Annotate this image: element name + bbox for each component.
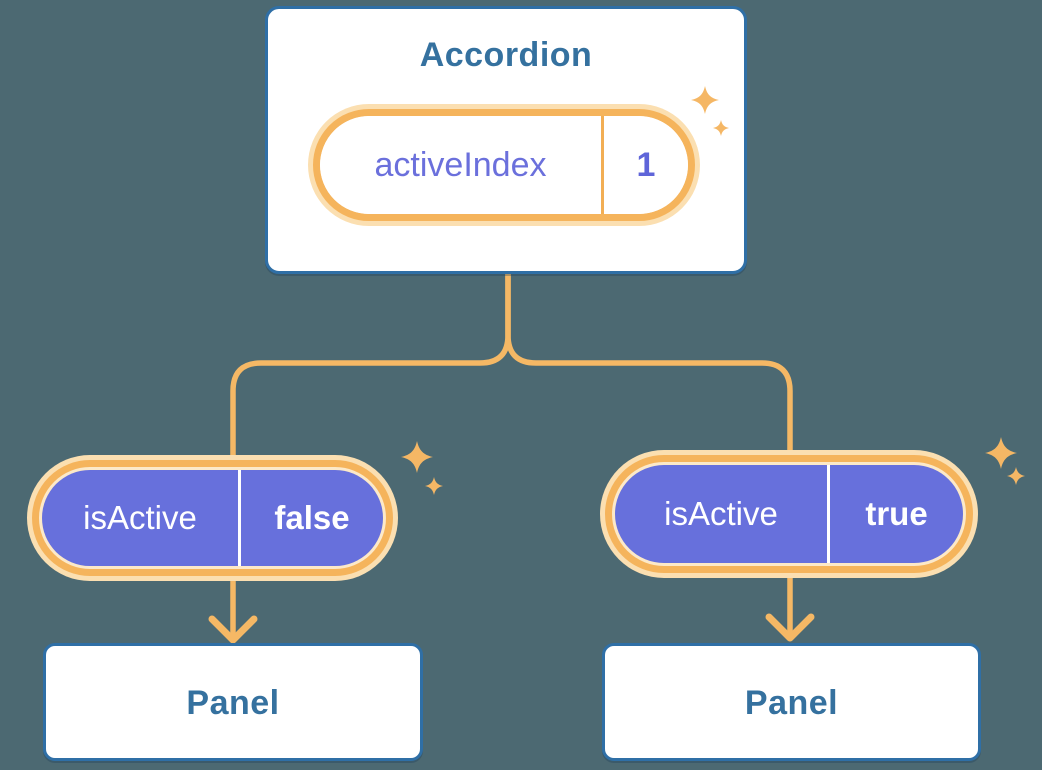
prop-pill-ring: isActive false	[32, 460, 393, 576]
sparkle-icon	[691, 86, 719, 114]
accordion-component-box: Accordion activeIndex 1	[265, 6, 747, 274]
sparkle-icon	[713, 120, 729, 136]
state-pill-divider	[601, 116, 604, 214]
prop-name-label: isActive	[664, 495, 778, 532]
panel-title: Panel	[744, 684, 839, 722]
sparkle-icon	[1007, 467, 1025, 485]
panel-component-box-right: Panel	[602, 643, 981, 761]
prop-name-label: isActive	[83, 499, 197, 536]
accordion-title: Accordion	[419, 36, 593, 74]
prop-pill-ring: isActive true	[605, 455, 973, 573]
trunk-right-branch-line	[505, 269, 793, 455]
prop-pill-isactive-false: isActive false	[27, 455, 398, 581]
state-value-label: 1	[636, 145, 656, 184]
sparkle-icon	[425, 477, 443, 495]
prop-value-label: true	[865, 495, 928, 532]
state-pill: activeIndex 1	[308, 104, 700, 226]
sparkle-icon	[985, 437, 1017, 469]
prop-pill-isactive-true: isActive true	[600, 450, 978, 578]
state-pill-body: activeIndex 1	[320, 116, 688, 214]
panel-component-box-left: Panel	[43, 643, 423, 761]
prop-value-label: false	[274, 499, 350, 536]
sparkle-icon	[401, 441, 433, 473]
prop-pill-divider	[238, 470, 241, 566]
right-arrow-head	[765, 613, 815, 642]
trunk-left-branch-line	[230, 269, 511, 461]
prop-pill-divider	[827, 465, 830, 563]
left-arrow-head	[208, 615, 258, 644]
state-pill-ring: activeIndex 1	[313, 109, 695, 221]
prop-pill-body: isActive true	[615, 465, 963, 563]
state-name-label: activeIndex	[374, 145, 547, 184]
panel-title: Panel	[186, 684, 280, 722]
prop-pill-body: isActive false	[42, 470, 383, 566]
